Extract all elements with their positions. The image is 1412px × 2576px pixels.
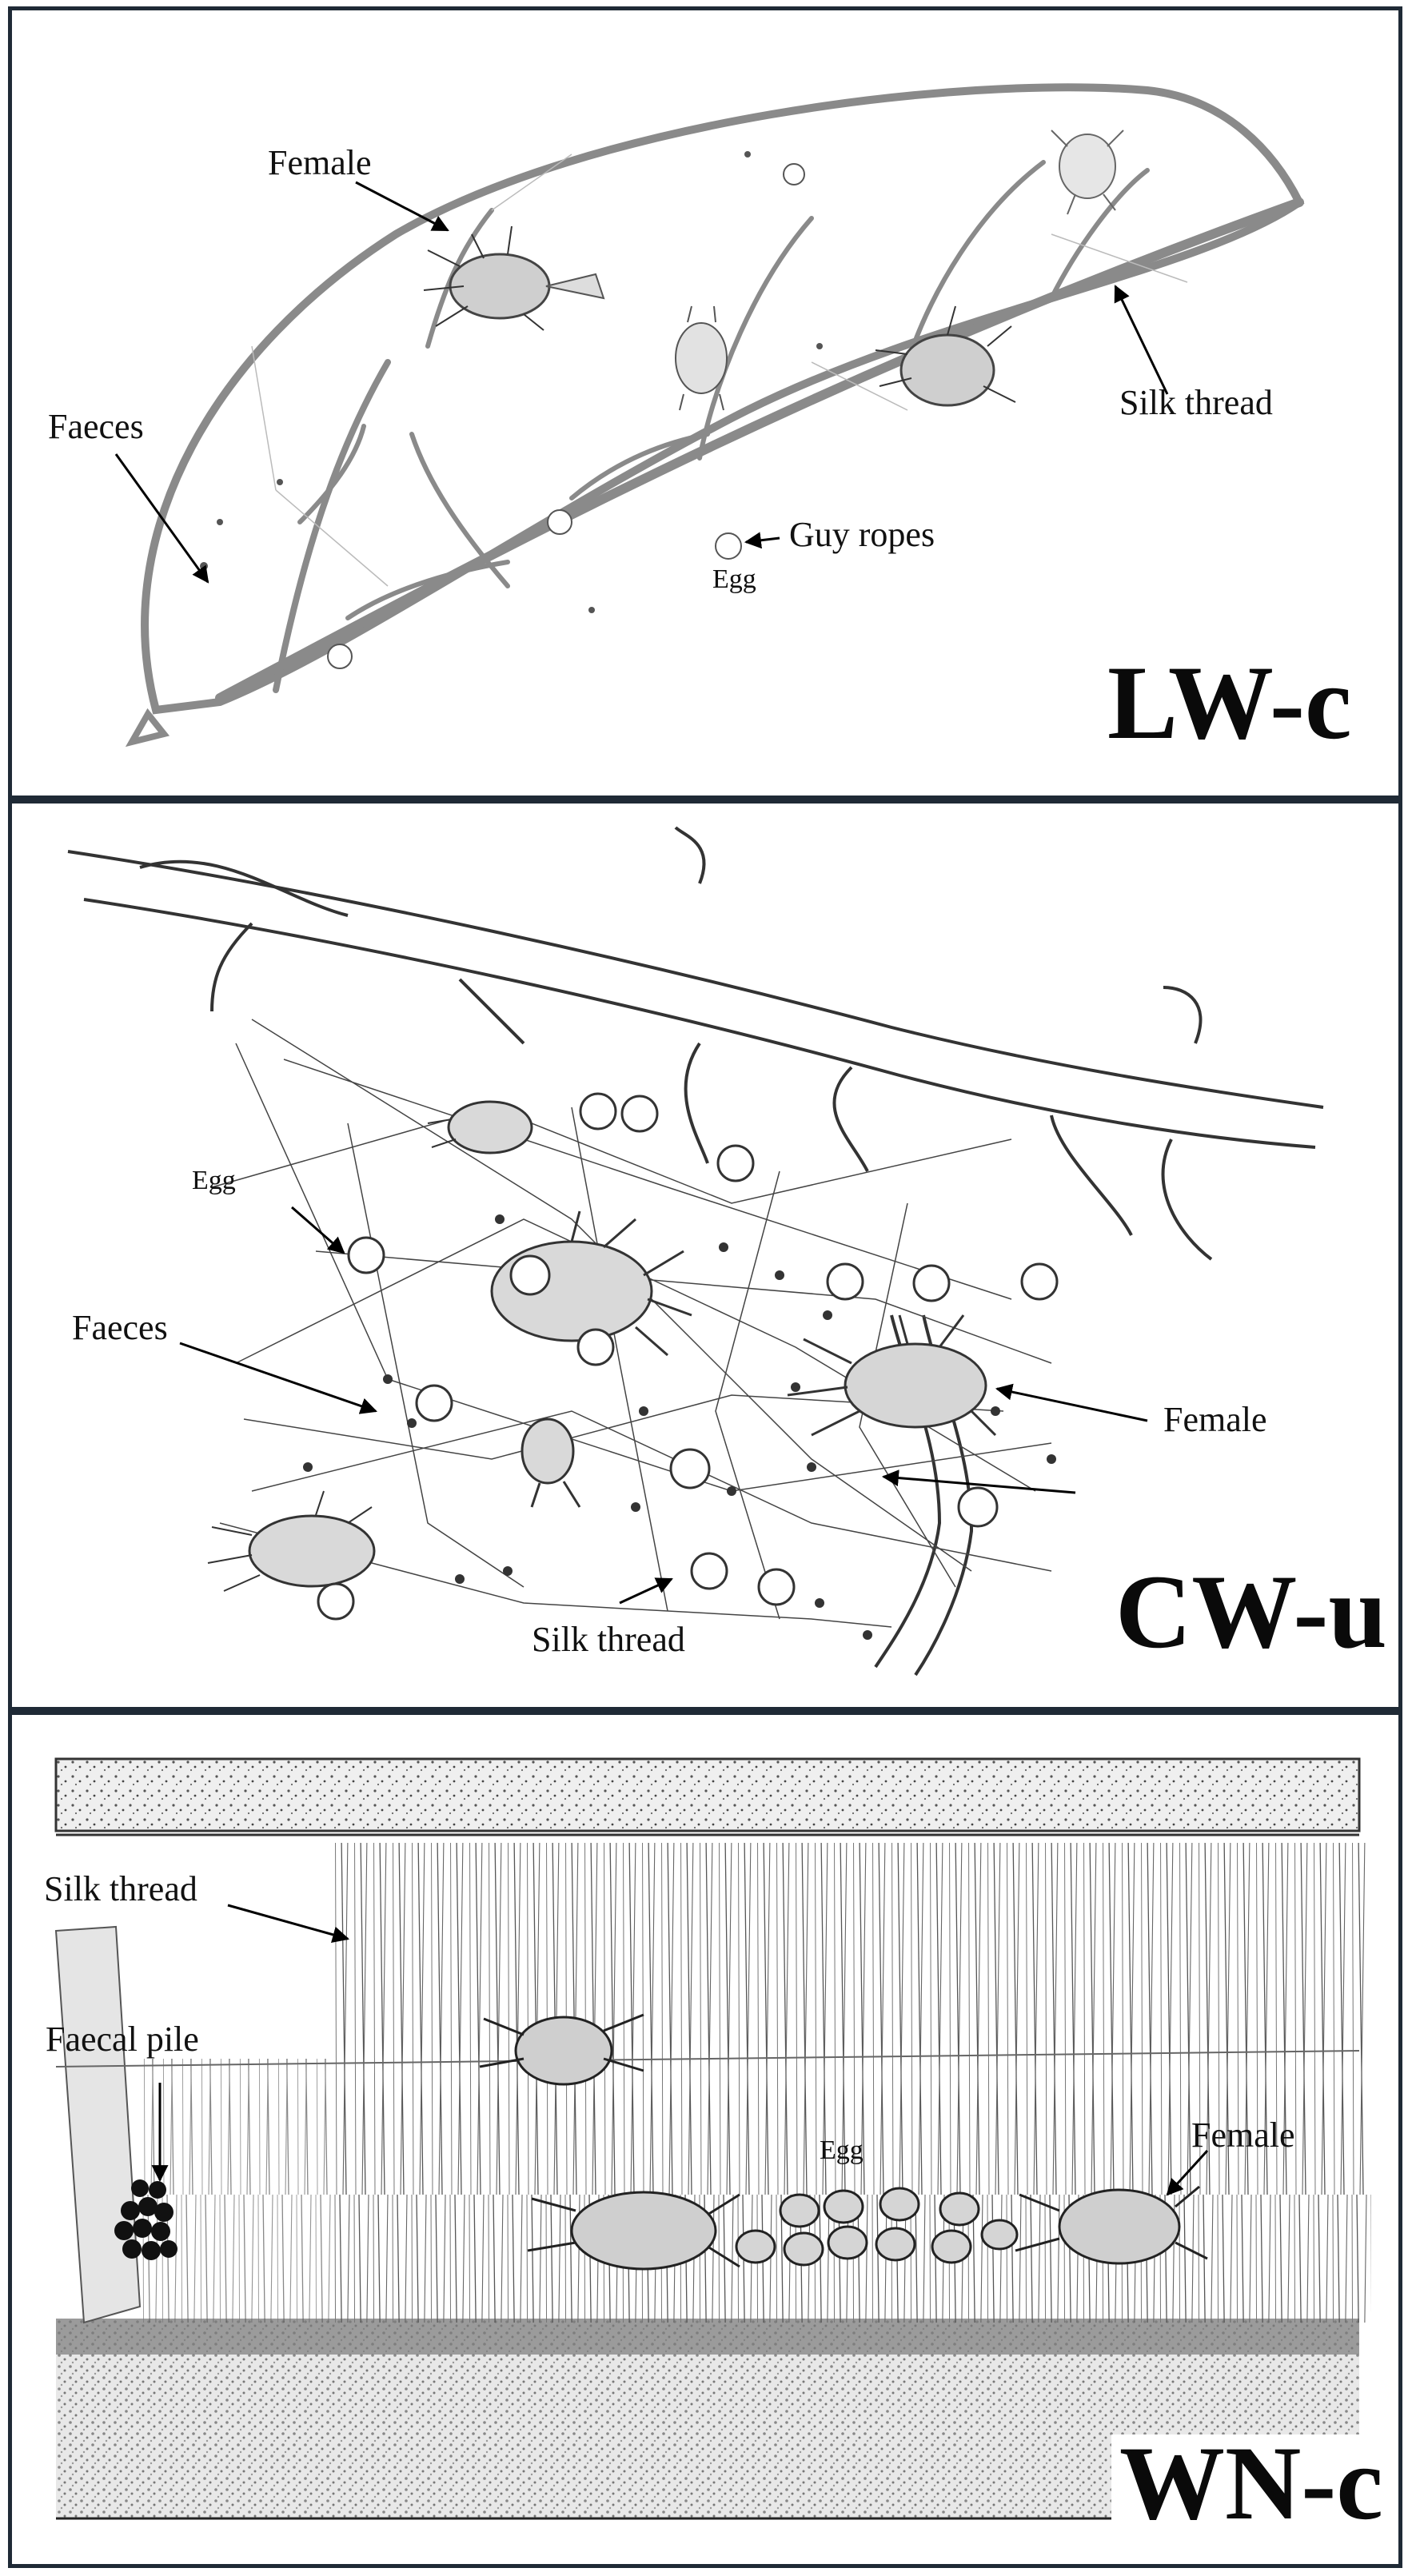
label-egg: Egg [192,1166,236,1195]
label-faeces: Faeces [72,1308,168,1347]
label-egg: Egg [712,564,756,594]
mite-female-main [787,1314,997,1437]
label-female: Female [1191,2115,1295,2155]
label-arrows [151,1904,1209,2196]
label-female: Female [268,143,372,182]
label-arrows [179,1206,1148,1605]
label-silk-thread: Silk thread [44,1869,197,1908]
leaf-web-illustration: Female Faeces Silk thread Guy ropes Egg … [48,83,1352,761]
mite-female [423,225,605,331]
panel-lw-c: Female Faeces Silk thread Guy ropes Egg … [8,6,1402,800]
mite-2 [875,305,1016,407]
panel-code: WN-c [1119,2424,1383,2542]
mite-female [1015,2185,1208,2265]
panel-code: CW-u [1115,1553,1387,1670]
faeces [303,1214,1056,1640]
code-backdrop [1111,2434,1383,2546]
panel-code: LW-c [1107,644,1352,761]
faecal-pile [114,2179,177,2260]
label-silk-thread: Silk thread [1119,383,1273,422]
panel-cw-u: Egg Faeces Female Silk thread CW-u [8,800,1402,1711]
silk-threads [55,1843,1371,2323]
complicated-web-illustration: Egg Faeces Female Silk thread CW-u [67,826,1387,1677]
label-arrows [114,181,1169,584]
label-silk-thread: Silk thread [532,1620,685,1659]
mite-top [427,1100,533,1154]
leaf [125,83,1305,748]
silk-threads [251,154,1188,587]
mite-top [479,2013,644,2086]
mite-left [207,1490,376,1592]
web-nest-illustration: Silk thread Faecal pile Egg Female WN-c [44,1757,1383,2546]
eggs [327,163,805,669]
mite-bottom-left [527,2191,740,2271]
label-guy-ropes: Guy ropes [789,515,935,554]
eggs [317,1092,1059,1621]
label-faeces: Faeces [48,407,144,446]
label-faecal-pile: Faecal pile [46,2020,199,2059]
label-egg: Egg [820,2135,864,2165]
panel-wn-c: Silk thread Faecal pile Egg Female WN-c [8,1711,1402,2568]
mite-lower [521,1418,581,1508]
eggs [735,2187,1019,2267]
mite-3 [675,305,728,411]
mite-4 [1051,130,1124,215]
label-female: Female [1163,1400,1267,1439]
